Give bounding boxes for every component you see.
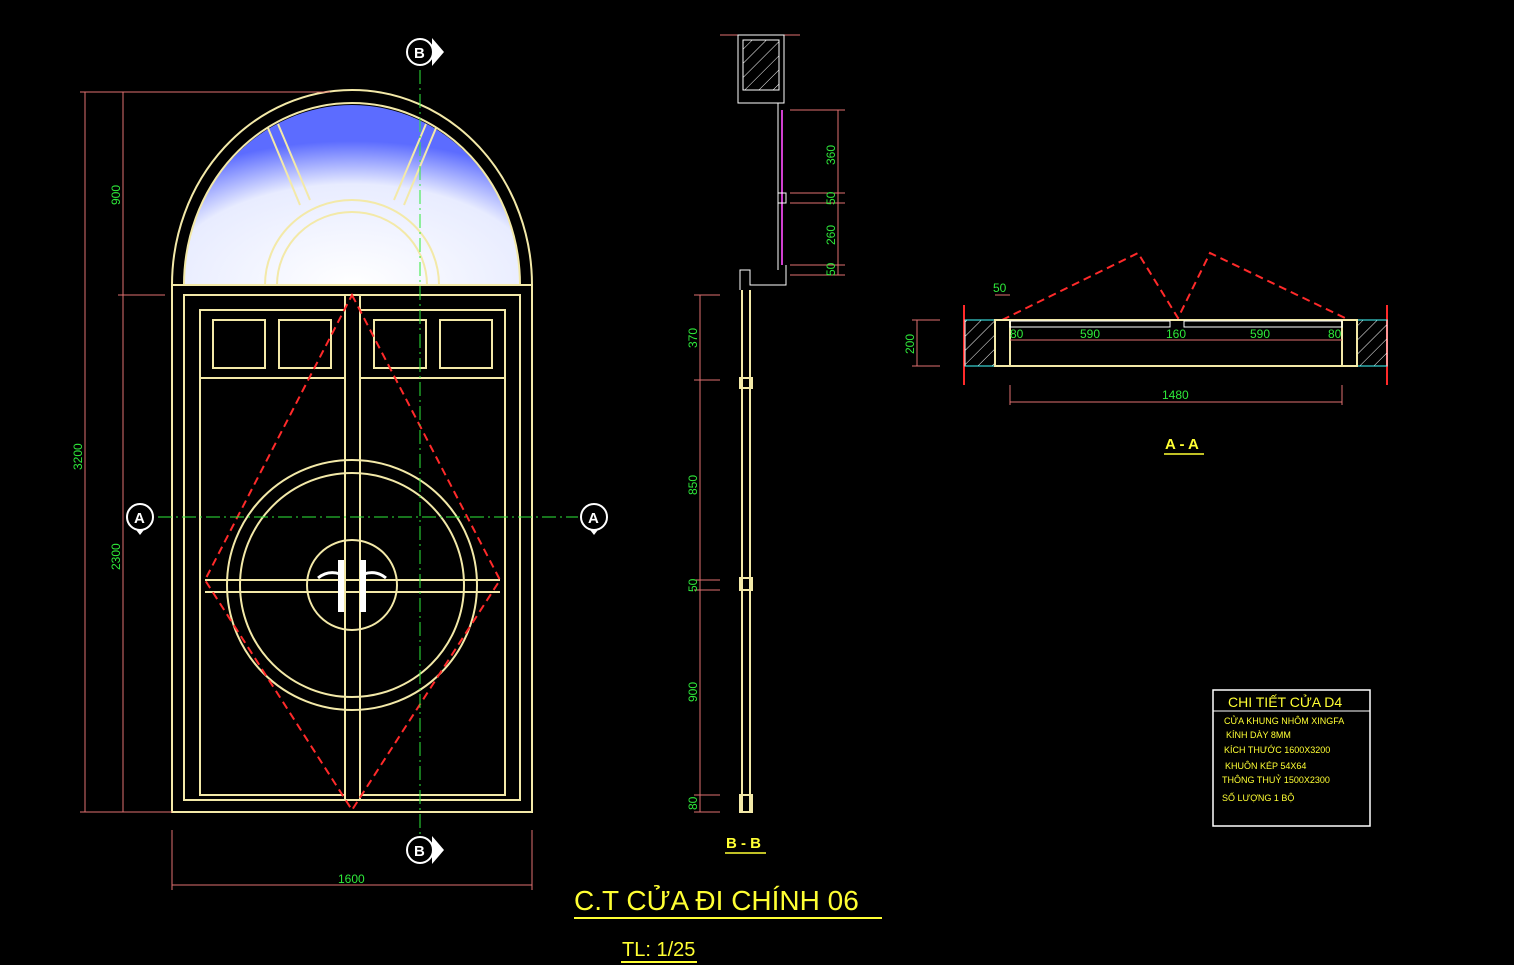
marker-b-top: B [406,38,444,66]
svg-text:590: 590 [1250,327,1270,341]
elevation-dimensions: 3200 900 2300 1600 [71,91,533,890]
svg-text:KÍNH DÀY 8MM: KÍNH DÀY 8MM [1226,730,1291,740]
handle-right [360,560,366,612]
dim-width: 1600 [338,872,365,886]
dim-door-height: 2300 [109,543,123,570]
dim-wall: 50 [993,281,1007,295]
svg-text:900: 900 [686,682,700,702]
svg-text:160: 160 [1166,327,1186,341]
arch-inner [183,102,521,286]
marker-a-right: A [580,503,608,535]
marker-b-bottom: B [406,836,444,864]
svg-text:KÍCH THƯỚC 1600X3200: KÍCH THƯỚC 1600X3200 [1224,745,1330,755]
svg-text:50: 50 [686,578,700,592]
section-markers: B B A A [126,38,608,864]
svg-text:THÔNG THUỶ 1500X2300: THÔNG THUỶ 1500X2300 [1222,774,1330,785]
spec-title: CHI TIẾT CỬA D4 [1228,693,1342,710]
arch-outer [171,89,533,286]
svg-text:850: 850 [686,475,700,495]
dim-transom-height: 900 [109,185,123,205]
handle-left [338,560,344,612]
svg-text:A: A [588,510,599,527]
svg-text:B: B [414,843,425,860]
section-aa: 50 200 80 590 160 590 80 1480 A - A [903,251,1388,455]
svg-text:360: 360 [824,145,838,165]
svg-text:50: 50 [824,191,838,205]
svg-text:A: A [134,510,145,527]
svg-text:80: 80 [686,796,700,810]
dim-total: 1480 [1162,388,1189,402]
drawing-title: C.T CỬA ĐI CHÍNH 06 [574,884,859,916]
svg-text:KHUÔN KÉP 54X64: KHUÔN KÉP 54X64 [1225,761,1306,771]
door-elevation [158,70,578,835]
svg-text:SỐ LƯỢNG 1 BỘ: SỐ LƯỢNG 1 BỘ [1222,792,1294,803]
section-bb: 360 50 260 50 370 850 50 900 80 B - B [686,34,845,854]
drawing-scale: TL: 1/25 [622,939,695,961]
dim-depth: 200 [903,334,917,354]
svg-text:590: 590 [1080,327,1100,341]
svg-text:50: 50 [824,262,838,276]
opening-swing-lines [203,292,502,812]
svg-text:80: 80 [1010,327,1024,341]
transom-glass [184,105,520,285]
section-bb-label: B - B [726,835,761,852]
marker-a-left: A [126,503,154,535]
svg-text:80: 80 [1328,327,1342,341]
svg-text:260: 260 [824,225,838,245]
svg-text:CỬA KHUNG NHÔM XINGFA: CỬA KHUNG NHÔM XINGFA [1224,715,1344,726]
svg-text:B: B [414,45,425,62]
section-aa-label: A - A [1165,436,1199,453]
svg-text:370: 370 [686,328,700,348]
dim-total-height: 3200 [71,443,85,470]
spec-box: CHI TIẾT CỬA D4 CỬA KHUNG NHÔM XINGFA KÍ… [1212,689,1371,827]
